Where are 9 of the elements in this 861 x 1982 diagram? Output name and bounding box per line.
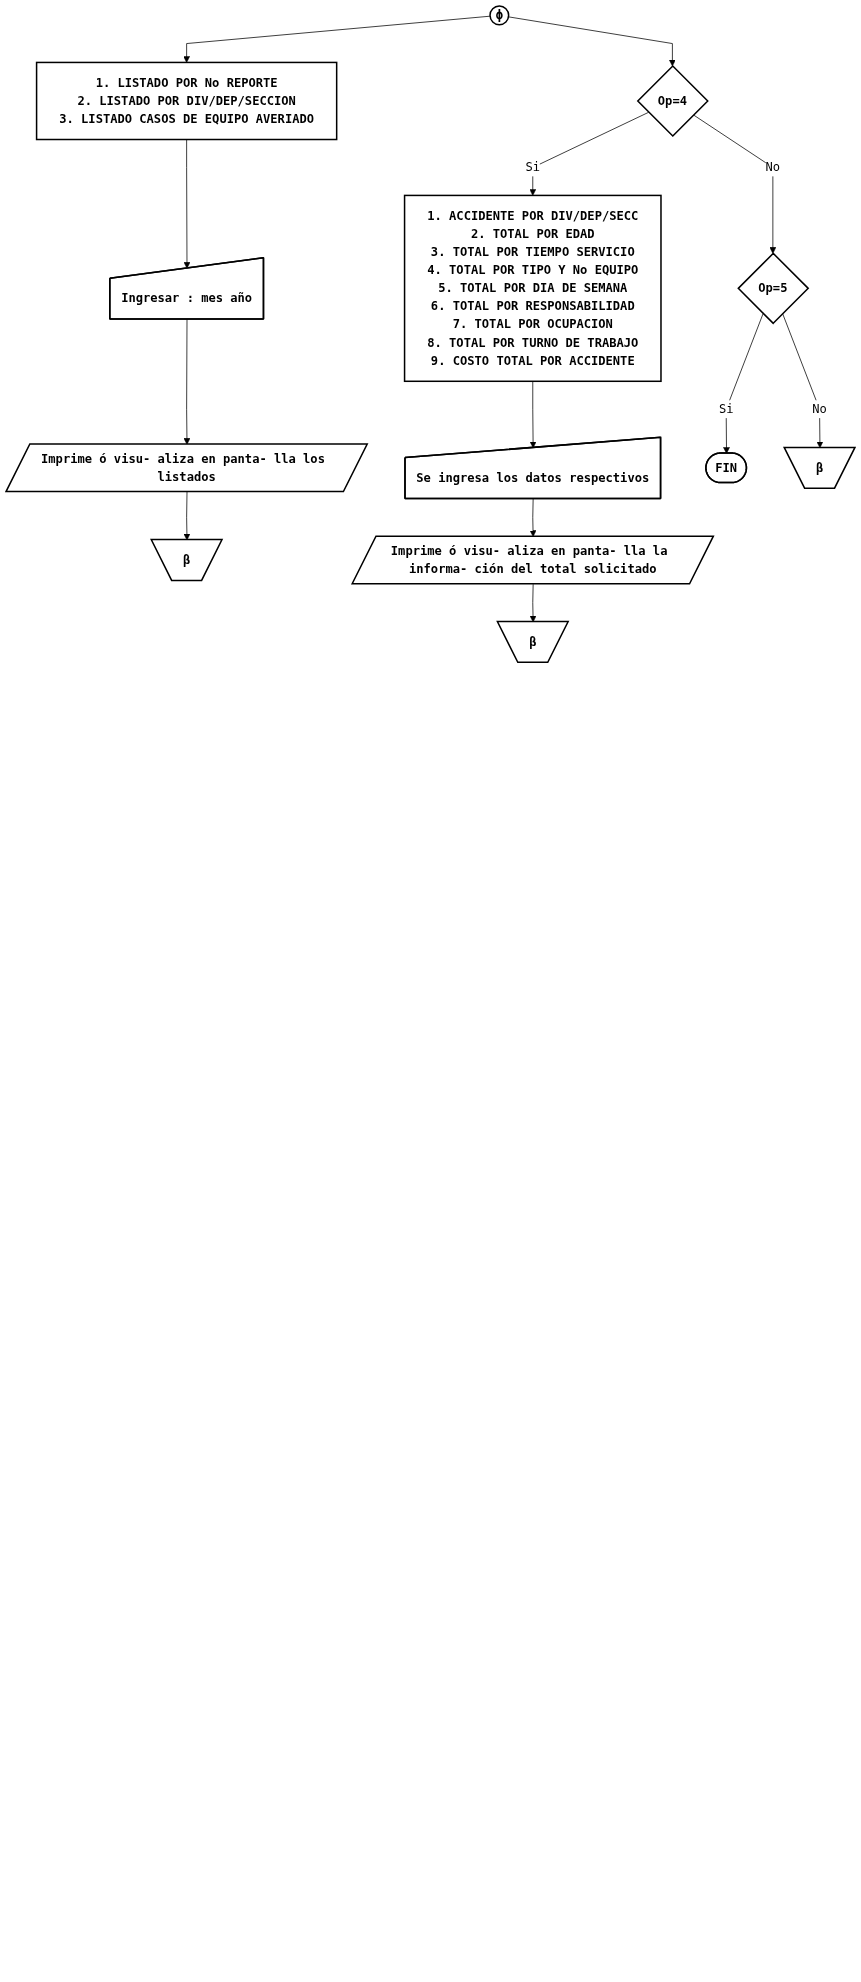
edge-label: Si [718,401,734,417]
node-circle: ϕ [489,5,510,26]
edge-label: No [765,159,781,175]
edge-label: Si [525,159,541,175]
edge-label: No [812,401,827,417]
node-diamond: Op=5 [737,252,810,325]
node-box: 1. LISTADO POR No REPORTE 2. LISTADO POR DIV/DEP/SECCION 3. LISTADO CASOS DE EQUIPO AVERIADO [35,61,338,141]
node-box: 1. ACCIDENTE POR DIV/DEP/SECC 2. TOTAL POR EDAD 3. TOTAL POR TIEMPO SERVICIO 4. TOTAL POR TIPO Y No EQUIPO 5. TOTAL POR DIA DE SEMANA 6. TOTAL POR RESPONSABILIDAD 7. TOTAL POR OCUPACION 8. TOTAL POR TURNO DE TRABAJO 9. COSTO TOTAL POR ACCIDENTE [403,194,662,383]
node-diamond: Op=4 [636,64,709,137]
